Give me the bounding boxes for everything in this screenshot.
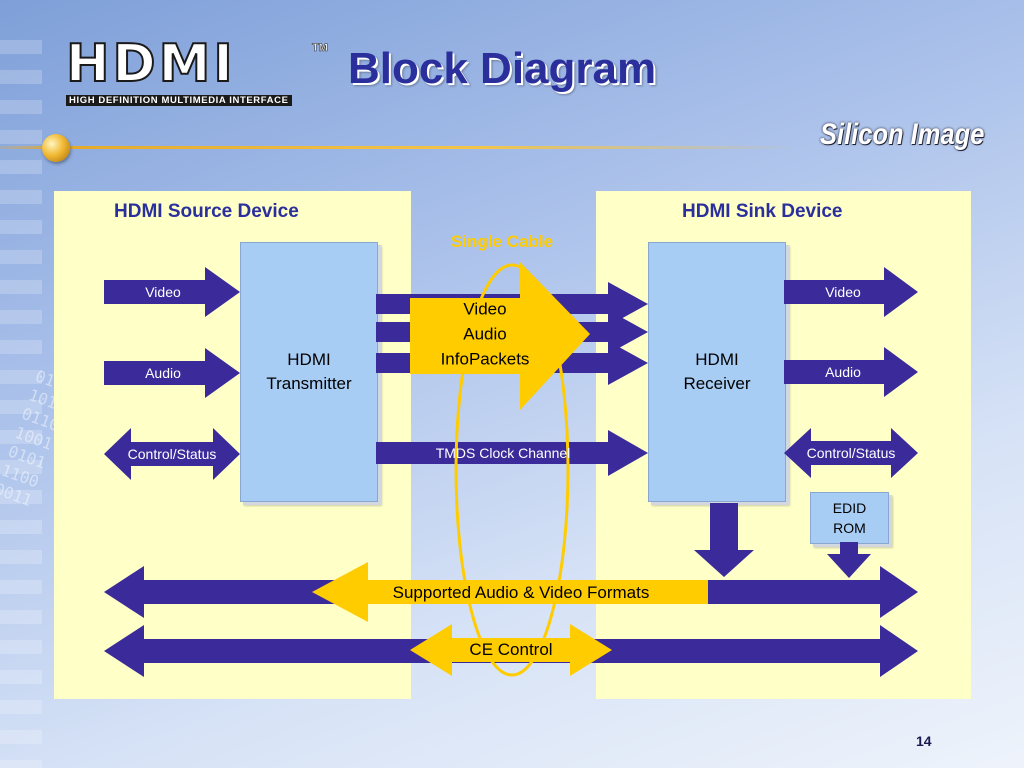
hdmi-receiver-block: HDMI Receiver [648, 242, 786, 502]
source-control-label: Control/Status [127, 446, 217, 462]
ce-control-label: CE Control [469, 640, 553, 659]
sink-control-label: Control/Status [806, 445, 896, 461]
sink-audio-label: Audio [825, 364, 861, 380]
payload-arrow [410, 262, 590, 410]
sink-video-label: Video [825, 284, 861, 300]
single-cable-ellipse [454, 263, 570, 677]
sink-control-arrow [784, 428, 918, 478]
tmds-clock-channel-arrow [376, 430, 648, 476]
sink-video-arrow [784, 267, 918, 317]
title-divider [0, 146, 800, 149]
divider-ornament [42, 134, 70, 162]
ce-control-arrow [410, 624, 612, 676]
hdmi-logo: HDMI TM HIGH DEFINITION MULTIMEDIA INTER… [65, 33, 328, 106]
source-control-arrow [104, 428, 240, 480]
page-title: Block Diagram [348, 44, 657, 93]
sink-device-title: HDMI Sink Device [682, 201, 843, 222]
source-audio-arrow [104, 348, 240, 398]
sink-audio-arrow [784, 347, 918, 397]
source-video-arrow [104, 267, 240, 317]
source-audio-label: Audio [145, 365, 181, 381]
film-strip-decoration [0, 40, 42, 768]
single-cable-label: Single Cable [451, 232, 554, 251]
receiver-down-arrow [694, 503, 754, 577]
logo-wordmark: HDMI [65, 33, 236, 95]
formats-arrow [312, 562, 708, 622]
page-number: 14 [916, 733, 932, 749]
edid-rom-block: EDID ROM [810, 492, 889, 544]
source-device-title: HDMI Source Device [114, 201, 299, 222]
silicon-image-logo: Silicon Image [820, 118, 985, 151]
tmds-clock-label: TMDS Clock Channel [435, 445, 571, 461]
hdmi-transmitter-block: HDMI Transmitter [240, 242, 378, 502]
logo-tagline: HIGH DEFINITION MULTIMEDIA INTERFACE [66, 95, 292, 106]
logo-trademark: TM [312, 42, 328, 55]
formats-label: Supported Audio & Video Formats [392, 583, 650, 602]
payload-label: Video Audio InfoPackets [440, 299, 530, 369]
edid-down-arrow [827, 542, 871, 578]
source-video-label: Video [145, 284, 181, 300]
